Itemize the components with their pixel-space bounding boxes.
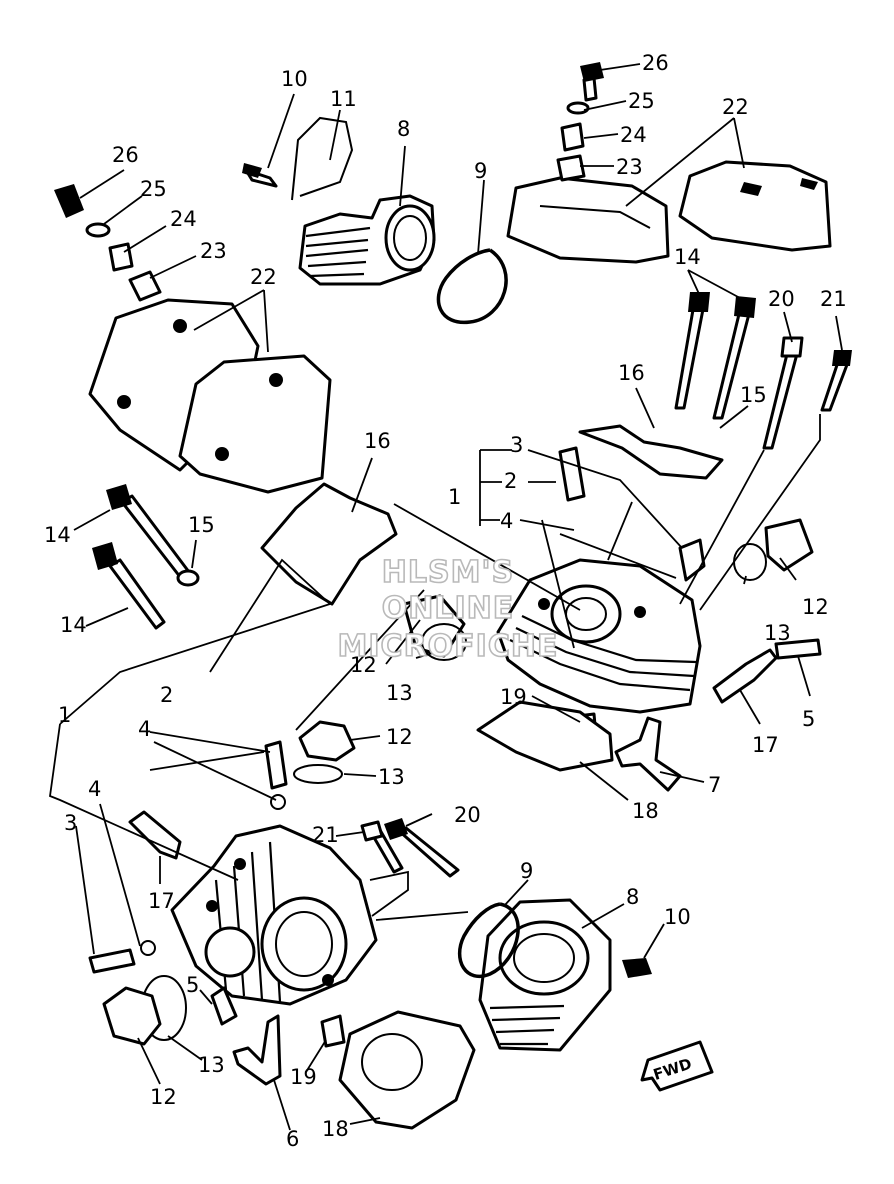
front-stud-5: [774, 638, 822, 660]
callout-8: 8: [626, 885, 639, 909]
callout-4: 4: [88, 777, 101, 801]
front-plug-12: [764, 518, 814, 572]
rear-clip-4: [270, 794, 286, 810]
callout-23: 23: [200, 239, 227, 263]
callout-21: 21: [312, 823, 339, 847]
rear-spark-plug-17: [128, 810, 182, 860]
callout-4: 4: [138, 717, 151, 741]
callout-1: 1: [448, 485, 461, 509]
front-valve-3: [678, 538, 706, 582]
callout-20: 20: [768, 287, 795, 311]
watermark: HLSM'S ONLINE MICROFICHE: [337, 554, 559, 665]
callout-10: 10: [664, 905, 691, 929]
callout-24: 24: [170, 207, 197, 231]
rear-gasket-13: [293, 764, 343, 784]
callout-9: 9: [520, 859, 533, 883]
watermark-line1: HLSM'S: [382, 555, 514, 590]
callout-13: 13: [386, 681, 413, 705]
callout-1: 1: [58, 703, 71, 727]
callout-4: 4: [500, 509, 513, 533]
callout-7: 7: [708, 773, 721, 797]
callout-8: 8: [397, 117, 410, 141]
rear-stud-5: [210, 986, 238, 1026]
callout-11: 11: [330, 87, 357, 111]
rear-cylinder-assembly: [457, 898, 652, 1052]
callout-16: 16: [618, 361, 645, 385]
callout-19: 19: [290, 1065, 317, 1089]
callout-19: 19: [500, 685, 527, 709]
watermark-line2: ONLINE: [382, 591, 515, 626]
leader-lines: [49, 63, 843, 1131]
front-gasket-13-center: [421, 623, 467, 661]
upper-left-covers: [54, 184, 332, 494]
rear-elbow-6: [232, 1014, 282, 1086]
upper-cylinder-assembly: [242, 116, 436, 286]
callout-14: 14: [60, 613, 87, 637]
rear-plug-12: [298, 720, 356, 762]
callout-25: 25: [140, 177, 167, 201]
callout-12: 12: [386, 725, 413, 749]
callout-numbers: 10 11 8 9 26 25 24 23 22 26 25 24 23 22 …: [44, 51, 847, 1151]
upper-right-bolts: [674, 292, 852, 450]
callout-2: 2: [504, 469, 517, 493]
callout-24: 24: [620, 123, 647, 147]
rear-dowel-19: [320, 1014, 346, 1048]
rear-valve-guide: [264, 740, 288, 790]
rear-bolt-20-head: [384, 818, 408, 840]
front-valve-guide: [558, 446, 586, 502]
callout-9: 9: [474, 159, 487, 183]
callout-22: 22: [250, 265, 277, 289]
callout-25: 25: [628, 89, 655, 113]
callout-15: 15: [188, 513, 215, 537]
callout-10: 10: [281, 67, 308, 91]
front-gasket-18: [476, 700, 614, 772]
callout-21: 21: [820, 287, 847, 311]
callout-23: 23: [616, 155, 643, 179]
callout-3: 3: [64, 811, 77, 835]
callout-12: 12: [802, 595, 829, 619]
front-gasket-13: [733, 543, 767, 581]
rear-cylinder-head: [170, 824, 378, 1006]
callout-14: 14: [674, 245, 701, 269]
callout-13: 13: [764, 621, 791, 645]
callout-5: 5: [186, 973, 199, 997]
callout-14: 14: [44, 523, 71, 547]
callout-17: 17: [752, 733, 779, 757]
rear-valve-3: [88, 948, 136, 974]
callout-13: 13: [198, 1053, 225, 1077]
callout-3: 3: [510, 433, 523, 457]
callout-18: 18: [632, 799, 659, 823]
callout-5: 5: [802, 707, 815, 731]
left-rocker-arm: [260, 482, 398, 606]
front-spark-plug-17: [712, 648, 778, 704]
callout-6: 6: [286, 1127, 299, 1151]
right-rocker-arm: [578, 424, 724, 480]
callout-26: 26: [112, 143, 139, 167]
rear-bolt-21-head: [360, 820, 384, 842]
rear-gasket-18: [338, 1010, 476, 1130]
callout-22: 22: [722, 95, 749, 119]
rear-gasket-18-bore: [361, 1033, 423, 1091]
callout-16: 16: [364, 429, 391, 453]
callout-13: 13: [378, 765, 405, 789]
front-cylinder-head: [496, 558, 702, 714]
callout-12: 12: [150, 1085, 177, 1109]
callout-15: 15: [740, 383, 767, 407]
forward-direction-badge: FWD: [640, 1040, 714, 1092]
upper-right-covers: [506, 62, 832, 264]
upper-o-ring: [436, 248, 508, 325]
callout-12: 12: [350, 653, 377, 677]
callout-20: 20: [454, 803, 481, 827]
callout-2: 2: [160, 683, 173, 707]
callout-18: 18: [322, 1117, 349, 1141]
rear-clip-4b: [140, 940, 156, 956]
front-elbow-7: [614, 716, 682, 792]
callout-17: 17: [148, 889, 175, 913]
upper-left-bolts: [92, 484, 200, 630]
rear-bolt-20: [396, 826, 460, 878]
callout-26: 26: [642, 51, 669, 75]
watermark-line3: MICROFICHE: [338, 629, 559, 664]
rear-plug-12b: [102, 986, 162, 1046]
